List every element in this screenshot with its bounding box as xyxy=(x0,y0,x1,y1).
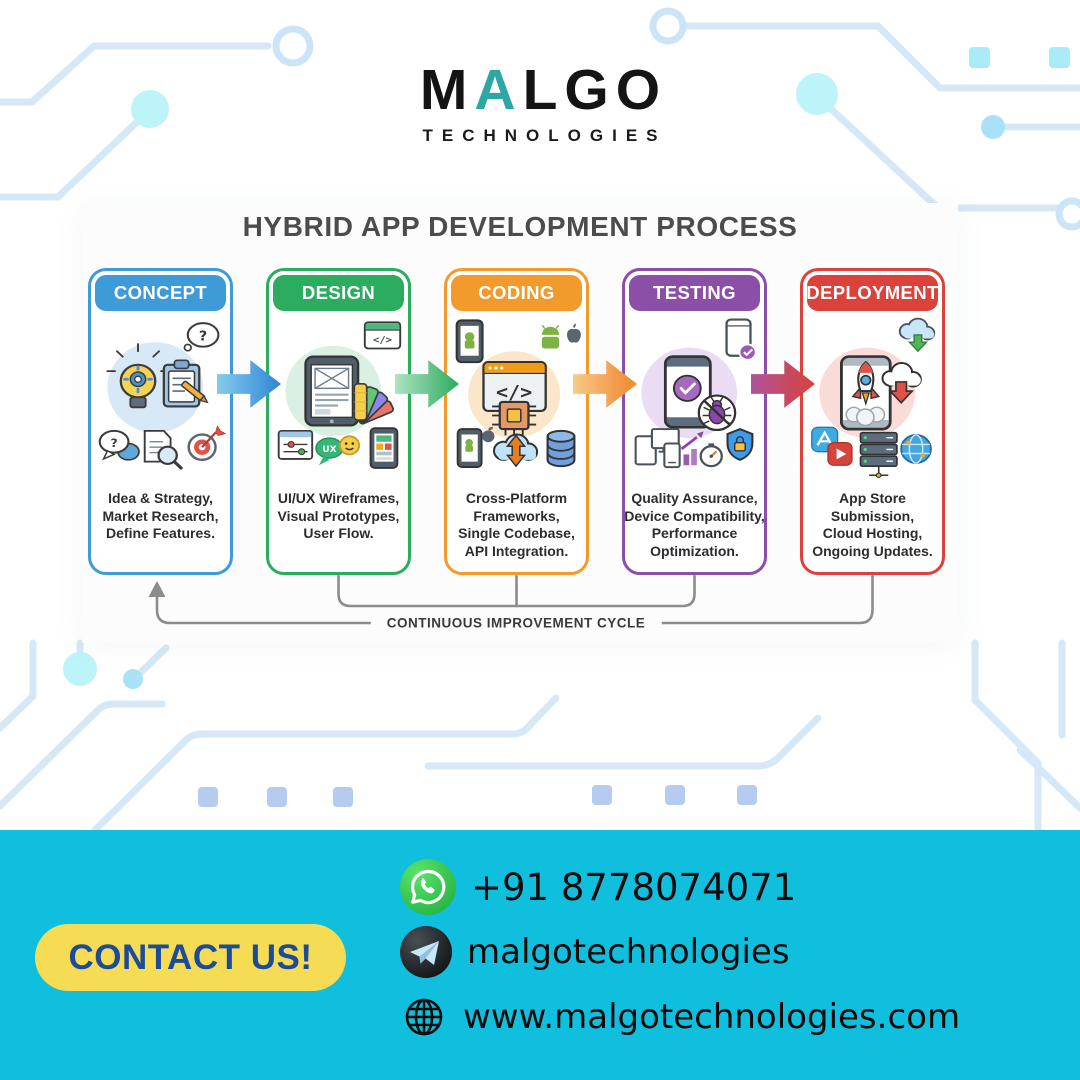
telegram-handle: malgotechnologies xyxy=(467,932,790,972)
contact-list: +91 8778074071 malgotechnologies xyxy=(399,859,960,1045)
android-icon xyxy=(541,324,560,349)
contact-us-button[interactable]: CONTACT US! xyxy=(35,924,346,991)
design-illustration: </> xyxy=(277,321,402,469)
whatsapp-icon xyxy=(400,859,456,915)
stage-header-testing: TESTING xyxy=(629,275,760,311)
logo-accent-letter: A xyxy=(474,58,523,122)
svg-text:</>: </> xyxy=(373,334,392,346)
svg-text:?: ? xyxy=(199,329,207,345)
svg-text:?: ? xyxy=(110,436,117,450)
database-icon xyxy=(546,429,576,468)
website-url: www.malgotechnologies.com xyxy=(463,997,961,1037)
stage-header-design: DESIGN xyxy=(273,275,404,311)
contact-row-website[interactable]: www.malgotechnologies.com xyxy=(399,989,960,1045)
contact-band: CONTACT US! +91 8778074071 xyxy=(0,830,1080,1080)
cloud-deploy-icon xyxy=(881,361,922,405)
server-icon xyxy=(859,431,898,478)
market-research-icon xyxy=(143,429,183,470)
stage-card-design: DESIGN </> xyxy=(266,268,411,575)
ux-bubble-icon: UX xyxy=(315,435,361,466)
target-icon xyxy=(187,425,227,462)
strategy-clipboard-icon xyxy=(162,359,209,408)
stage-card-coding: CODING </> xyxy=(444,268,589,575)
code-editor-icon: </> xyxy=(482,360,547,413)
svg-text:</>: </> xyxy=(496,381,532,403)
stage-card-testing: TESTING xyxy=(622,268,767,575)
stage-description: UI/UX Wireframes,Visual Prototypes, User… xyxy=(277,490,400,542)
cloud-sync-icon xyxy=(492,433,539,468)
phone-number: +91 8778074071 xyxy=(471,865,797,909)
testing-illustration xyxy=(634,318,757,469)
cloud-download-icon xyxy=(898,317,936,353)
devices-icon xyxy=(634,428,681,469)
apple-icon xyxy=(566,323,581,343)
security-shield-icon xyxy=(726,427,754,461)
logo-subtitle: TECHNOLOGIES xyxy=(422,126,667,145)
play-button-icon xyxy=(827,442,853,466)
checked-phone-icon xyxy=(725,318,757,361)
coding-illustration: </> xyxy=(455,319,581,468)
stage-description: Quality Assurance,Device Compatibility, … xyxy=(624,490,765,559)
tablet-wireframe-icon xyxy=(304,355,360,427)
deployment-illustration xyxy=(811,317,936,478)
chat-question-icon: ? xyxy=(98,429,140,461)
no-bug-icon xyxy=(697,394,737,432)
mobile-mockup-icon xyxy=(369,427,399,469)
color-swatches-icon xyxy=(353,382,395,425)
contact-row-telegram[interactable]: malgotechnologies xyxy=(399,924,960,980)
code-window-icon: </> xyxy=(363,321,402,350)
chip-icon xyxy=(492,400,537,436)
thought-question-icon: ? xyxy=(183,322,220,352)
logo-wordmark: MALGO xyxy=(419,58,668,122)
launch-phone-icon xyxy=(840,355,892,431)
pencil-icon xyxy=(180,380,209,404)
performance-chart-icon xyxy=(680,431,723,468)
android-phone-icon xyxy=(455,319,484,364)
stage-card-deployment: DEPLOYMENT xyxy=(800,268,945,575)
rocket-icon xyxy=(851,360,881,406)
cycle-label: CONTINUOUS IMPROVEMENT CYCLE xyxy=(370,615,662,631)
page-title: HYBRID APP DEVELOPMENT PROCESS xyxy=(242,211,798,242)
stage-card-concept: CONCEPT ? xyxy=(88,268,233,575)
brand-logo: MALGO TECHNOLOGIES xyxy=(0,62,1080,146)
concept-illustration: ? xyxy=(98,322,227,470)
stage-description: Idea & Strategy,Market Research, Define … xyxy=(102,490,219,542)
svg-text:UX: UX xyxy=(322,445,337,455)
stage-header-coding: CODING xyxy=(451,275,582,311)
contact-row-whatsapp[interactable]: +91 8778074071 xyxy=(399,859,960,915)
stage-header-deployment: DEPLOYMENT xyxy=(806,275,938,311)
stage-header-concept: CONCEPT xyxy=(95,275,226,311)
globe-icon xyxy=(405,998,443,1036)
cross-platform-phone-icon xyxy=(456,426,495,468)
globe-icon xyxy=(900,434,932,464)
idea-bulb-icon xyxy=(119,363,157,409)
telegram-icon xyxy=(400,926,452,978)
settings-sliders-icon xyxy=(277,429,314,460)
